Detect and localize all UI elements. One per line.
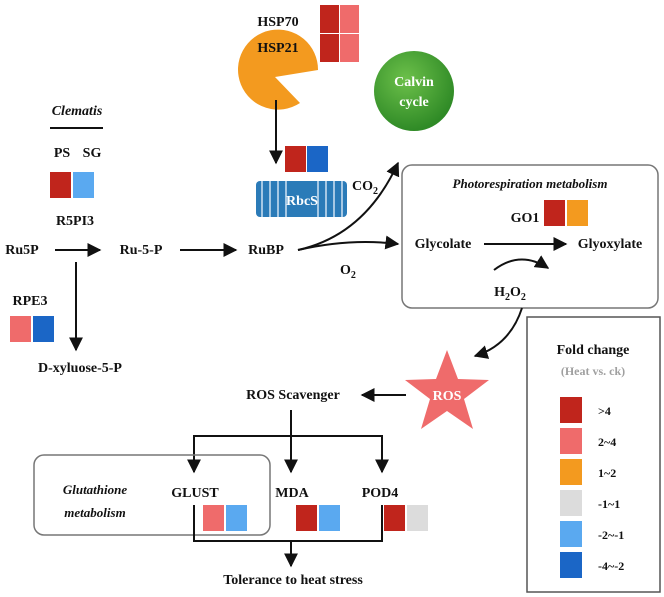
rubp-to-calvin-arrow [297,161,400,251]
ros-label: ROS [433,389,462,404]
legend-swatch [560,490,582,516]
o2-label: O2 [340,263,356,281]
legend-label: -4~-2 [598,559,624,573]
calvin-label-2: cycle [399,95,429,110]
h2o2-to-ros-arrow [473,307,523,359]
go1-fold-ps [544,200,565,226]
mda-fold-sg [319,505,340,531]
calvin-label-1: Calvin [394,75,434,90]
legend-swatch [560,521,582,547]
ru5p-label: Ru5P [5,243,39,258]
legend-swatch [560,397,582,423]
pod4-fold-ps [384,505,405,531]
glust-fold-sg [226,505,247,531]
sg-label: SG [83,146,102,161]
glust-label: GLUST [171,486,219,501]
pod4-label: POD4 [362,486,399,501]
calvin-cycle-node [374,51,454,131]
legend-label: 2~4 [598,435,616,449]
glycolate-label: Glycolate [415,237,472,252]
mda-fold-ps [296,505,317,531]
glust-fold-ps [203,505,224,531]
legend-subtitle: (Heat vs. ck) [561,364,625,378]
tolerance-label: Tolerance to heat stress [223,573,363,588]
hsp-fold-grid [320,5,359,62]
legend-label: -1~1 [598,497,620,511]
photorespiration-title: Photorespiration metabolism [453,176,608,191]
mda-label: MDA [275,486,309,501]
co2-label: CO2 [352,179,378,197]
h2o2-release-arrow [493,255,550,271]
legend-label: 1~2 [598,466,616,480]
h2o2-label: H2O2 [494,285,526,303]
hsp70-fold-ps [320,5,339,33]
xylulose-label: D-xyluose-5-P [38,361,122,376]
rbcs-protein: RbcS [256,181,347,217]
legend-box [526,316,661,593]
pod4-fold-sg [407,505,428,531]
glutathione-label-2: metabolism [64,505,125,520]
fold-change-legend: Fold change (Heat vs. ck) >4 2~4 1~2 -1~1 -2… [526,316,661,593]
rbcs-fold-sg [307,146,328,172]
glutathione-label-1: Glutathione [63,482,128,497]
hsp21-label: HSP21 [257,41,298,56]
rpe3-fold-sg [33,316,54,342]
hsp70-fold-sg [340,5,359,33]
photorespiration-box [401,164,659,309]
go1-fold-sg [567,200,588,226]
go1-label: GO1 [511,211,540,226]
r5pi3-fold-sg [73,172,94,198]
glutathione-box [33,454,271,536]
rubp-to-glycolate-arrow [297,235,400,251]
legend-swatch [560,552,582,578]
rubp-label: RuBP [248,243,284,258]
ps-label: PS [54,146,71,161]
r5pi3-fold-ps [50,172,71,198]
rbcs-fold-ps [285,146,306,172]
legend-label: -2~-1 [598,528,624,542]
legend-label: >4 [598,404,611,418]
rpe3-fold-ps [10,316,31,342]
legend-swatch [560,459,582,485]
legend-swatch [560,428,582,454]
rbcs-label: RbcS [286,194,318,209]
legend-title: Fold change [557,343,630,358]
clematis-title: Clematis [52,104,103,119]
hsp-chaperone-shape [238,29,319,110]
rpe3-label: RPE3 [13,294,48,309]
hsp21-fold-ps [320,34,339,62]
r5pi3-label: R5PI3 [56,214,94,229]
ru-5-p-label: Ru-5-P [120,243,163,258]
glyoxylate-label: Glyoxylate [578,237,643,252]
ros-star [405,350,489,429]
hsp21-fold-sg [340,34,359,62]
hsp70-label: HSP70 [257,15,298,30]
ros-scavenger-label: ROS Scavenger [246,388,340,403]
